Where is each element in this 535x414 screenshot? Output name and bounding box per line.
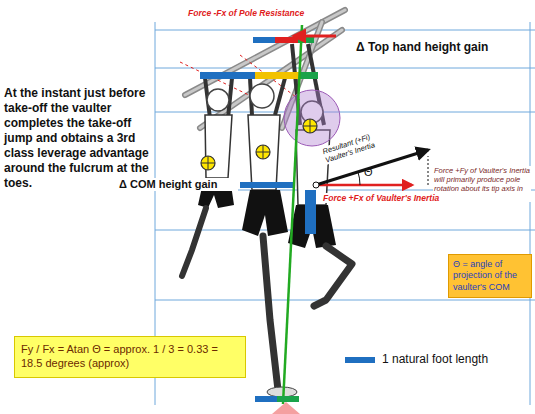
box-text: Fy / Fx = Atan Θ = approx. 1 / 3 = 0.33 … [21,343,239,371]
segment-bar [255,72,300,79]
height-line [155,230,535,231]
ratio-box: Fy / Fx = Atan Θ = approx. 1 / 3 = 0.33 … [14,336,246,378]
segment-bar [300,72,318,79]
leg [182,208,206,276]
lead-leg [314,246,352,306]
description-text: At the instant just before take-off the … [4,86,152,191]
segment-bar [253,37,275,43]
com-marker [201,156,215,170]
box-text: Θ = angle of projection of the vaulter's… [453,259,527,293]
foot-length-label: 1 natural foot length [382,352,532,366]
component-line [428,156,429,185]
height-gain-label: Δ COM height gain [118,178,238,191]
head-highlight [284,90,340,146]
shoe [267,387,297,397]
head [207,89,229,111]
reference-line [530,22,531,405]
com-marker [303,119,317,133]
com-marker [256,145,270,159]
shorts [242,190,288,236]
arm [275,78,285,115]
height-gain-label: Δ Top hand height gain [356,40,531,54]
segment-bar [255,396,277,402]
segment-bar [200,72,255,79]
angle-definition-box: Θ = angle of projection of the vaulter's… [448,254,532,298]
force-origin [313,182,319,188]
height-line [155,68,535,69]
fulcrum [272,402,300,414]
height-line [155,300,535,301]
com-marker [256,145,270,159]
segment-bar [240,182,295,188]
angle-symbol: Θ [364,166,378,179]
force-arrow [316,184,412,187]
force-label: Force +Fx of Vaulter's Inertia [322,193,462,203]
head [250,84,274,108]
segment-bar [305,190,316,234]
height-line [155,112,535,113]
body-axis [283,25,302,404]
com-marker [201,156,215,170]
segment-bar [277,396,299,402]
com-marker [303,119,317,133]
force-arrow [294,35,336,38]
angle-arc [358,171,360,185]
torso [248,115,280,190]
takeoff-leg [263,236,278,390]
segment-bar [275,37,298,43]
foot-length-bar [345,357,375,363]
force-label: Force -Fx of Pole Resistance [188,8,338,18]
